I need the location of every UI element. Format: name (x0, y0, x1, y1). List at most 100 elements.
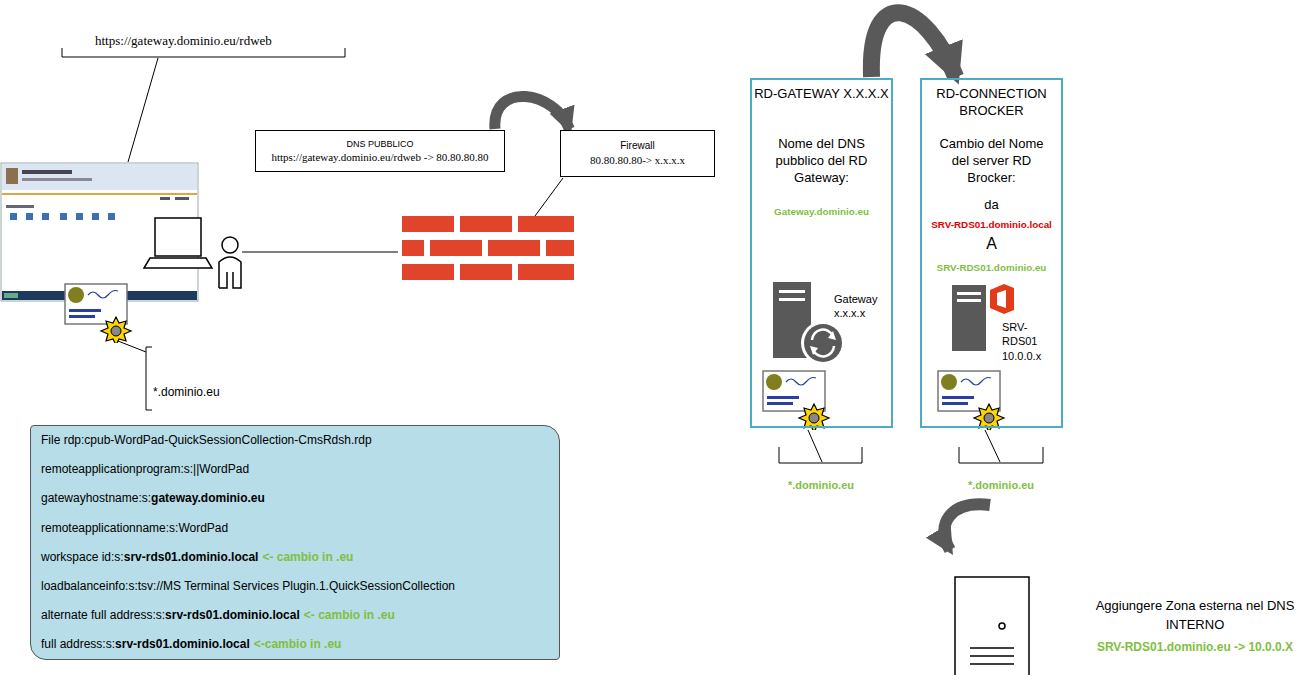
broker-server-icon-part (997, 290, 1006, 308)
box-text: 80.80.80.80-> x.x.x.x (590, 153, 685, 168)
rdp-line: alternate full address:s:srv-rds01.domin… (41, 606, 549, 635)
certificate-icon (763, 371, 829, 432)
gateway-server-icon-part (812, 330, 834, 357)
curved-arrow (944, 504, 990, 550)
firewall-icon-part (402, 240, 424, 256)
rdweb-screenshot-part-part (60, 213, 67, 220)
box-text: RD-GATEWAY X.X.X.X (752, 86, 891, 103)
rdweb-screenshot-part (22, 178, 92, 181)
rdweb-screenshot-part-part (108, 213, 115, 220)
gateway-server-icon-part (779, 290, 805, 293)
box-text: A (922, 234, 1061, 255)
certificate-icon (938, 371, 1004, 432)
box-text: RD-CONNECTION BROCKER (922, 86, 1061, 120)
rdweb-screenshot-part-part (26, 213, 33, 220)
rdp-line: gatewayhostname:s:gateway.dominio.eu (41, 489, 549, 518)
firewall-icon-part (488, 240, 540, 256)
rdp-text: alternate full address:s: (41, 608, 165, 622)
box-text: SRV-RDS01 10.0.0.x (1002, 320, 1062, 363)
box-text: Gateway x.x.x.x (834, 292, 890, 321)
rdp-file-box: File rdp:cpub-WordPad-QuickSessionCollec… (30, 425, 560, 660)
rdweb-screenshot-part (175, 197, 189, 200)
rdweb-screenshot-part (160, 197, 170, 200)
broker-server-icon-part (957, 292, 981, 295)
firewall-icon (402, 216, 574, 280)
user-icon-part (219, 257, 241, 288)
box-text: Nome del DNS pubblico del RD Gateway: (762, 136, 881, 187)
url-label: https://gateway.dominio.eu/rdweb (95, 32, 272, 51)
laptop-icon-part (144, 258, 212, 268)
wildcard-label: *.dominio.eu (788, 478, 854, 494)
dns-server-icon-part (970, 648, 1014, 664)
broker-server-icon-part (952, 285, 986, 351)
broker-server-icon-part (990, 284, 1014, 314)
gateway-server-icon-part (810, 331, 836, 355)
rdp-line: workspace id:s:srv-rds01.dominio.local<-… (41, 548, 549, 577)
box-text: Gateway.dominio.eu (752, 206, 891, 219)
cert-bracket-part (779, 447, 862, 463)
rdp-text: <- cambio in .eu (304, 608, 395, 622)
firewall-icon-part (460, 264, 512, 280)
cert-bracket-part (985, 430, 1000, 462)
cert-bracket-part (959, 447, 1043, 463)
rdweb-screenshot-part (22, 170, 72, 174)
rdp-text: <-cambio in .eu (254, 637, 342, 651)
rdp-text: File rdp:cpub-WordPad-QuickSessionCollec… (41, 433, 372, 447)
box-text: Firewall (620, 139, 654, 153)
box-text: da (922, 197, 1061, 214)
rdp-text: workspace id:s: (41, 550, 124, 564)
rdweb-screenshot-part (6, 168, 18, 184)
firewall-icon-part (402, 264, 454, 280)
user-icon-part (222, 237, 238, 253)
laptop-icon (144, 218, 212, 268)
dns-record-label: SRV-RDS01.dominio.eu -> 10.0.0.X (1080, 639, 1309, 656)
box-text: https://gateway.dominio.eu/rdweb -> 80.8… (271, 150, 488, 165)
rdp-text: full address:s: (41, 637, 115, 651)
firewall-box: Firewall80.80.80.80-> x.x.x.x (560, 130, 715, 177)
firewall-icon-part (518, 216, 574, 232)
cert-bracket-part (118, 341, 146, 352)
gateway-server-icon-part (779, 298, 805, 301)
curved-arrow (495, 97, 569, 129)
gateway-server-icon-part (801, 321, 845, 365)
laptop-icon-part (155, 218, 201, 256)
user-icon (219, 237, 241, 288)
rdweb-screenshot-part-part (76, 213, 83, 220)
wildcard-label: *.dominio.eu (968, 478, 1034, 494)
rdweb-screenshot-part (4, 293, 18, 298)
rdp-line: loadbalanceinfo:s:tsv://MS Terminal Serv… (41, 577, 549, 606)
cert-bracket-part (146, 347, 152, 410)
rdweb-screenshot-part (2, 164, 197, 190)
rdweb-screenshot-part-part (42, 213, 49, 220)
broker-server-icon-part (957, 299, 981, 302)
box-text: SRV-RDS01.dominio.eu (922, 262, 1061, 275)
rdweb-screenshot-part (2, 193, 197, 195)
firewall-icon-part (430, 240, 482, 256)
rdp-text: gateway.dominio.eu (151, 491, 265, 505)
wildcard-label: *.dominio.eu (153, 384, 220, 401)
rdp-text: <- cambio in .eu (262, 550, 353, 564)
note-label: Aggiungere Zona esterna nel DNS INTERNO (1080, 597, 1309, 635)
firewall-icon-part (402, 216, 454, 232)
cert-bracket (118, 341, 152, 410)
rdweb-screenshot-part (10, 213, 115, 220)
rdp-text: gatewayhostname:s: (41, 491, 151, 505)
rdp-text: remoteapplicationprogram:s:||WordPad (41, 462, 249, 476)
box-text: DNS PUBBLICO (346, 138, 413, 150)
certificate-icon (65, 284, 131, 345)
firewall-leader (535, 178, 563, 216)
dns-server-icon (955, 577, 1029, 675)
firewall-icon-part (546, 240, 574, 256)
curved-arrow (871, 13, 955, 77)
rdweb-screenshot-part (6, 205, 34, 208)
rdp-text: srv-rds01.dominio.local (115, 637, 250, 651)
box-text: SRV-RDS01.dominio.local (922, 219, 1061, 232)
dns-server-icon-part (955, 577, 1029, 675)
rdp-text: remoteapplicationname:s:WordPad (41, 521, 228, 535)
rdp-line: remoteapplicationprogram:s:||WordPad (41, 460, 549, 489)
dns-box: DNS PUBBLICOhttps://gateway.dominio.eu/r… (255, 130, 505, 172)
rdp-text: loadbalanceinfo:s:tsv://MS Terminal Serv… (41, 579, 455, 593)
box-text: Cambio del Nome del server RD Brocker: (932, 136, 1051, 187)
cert-bracket-part (808, 430, 822, 462)
rdweb-screenshot-part-part (10, 213, 17, 220)
